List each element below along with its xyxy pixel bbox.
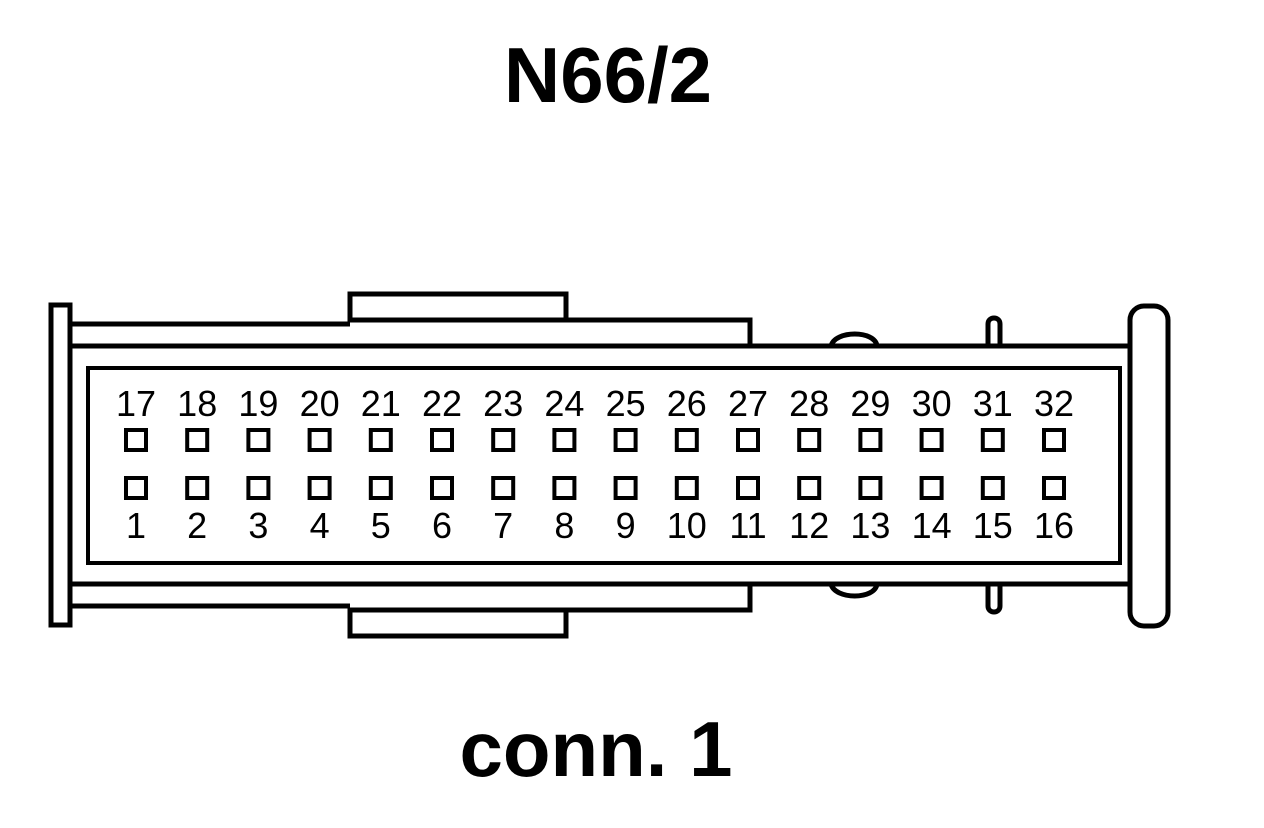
pin-label-24: 24 xyxy=(544,383,584,424)
pin-label-28: 28 xyxy=(789,383,829,424)
pin-label-20: 20 xyxy=(300,383,340,424)
pin-9 xyxy=(613,476,638,500)
pin-8 xyxy=(552,476,577,500)
pin-label-4: 4 xyxy=(310,505,330,546)
pin-label-22: 22 xyxy=(422,383,462,424)
pin-24 xyxy=(552,428,577,452)
pin-10 xyxy=(674,476,699,500)
pin-13 xyxy=(858,476,883,500)
pin-label-23: 23 xyxy=(483,383,523,424)
pin-field xyxy=(86,366,1122,565)
top-round-bump xyxy=(828,331,880,348)
pin-11 xyxy=(736,476,760,500)
pin-17 xyxy=(124,428,148,452)
pin-label-7: 7 xyxy=(493,505,513,546)
pin-15 xyxy=(980,476,1005,500)
pin-label-27: 27 xyxy=(728,383,768,424)
pin-label-18: 18 xyxy=(177,383,217,424)
pin-label-10: 10 xyxy=(667,505,707,546)
pin-14 xyxy=(919,476,944,500)
pin-3 xyxy=(246,476,271,500)
pin-23 xyxy=(491,428,516,452)
pin-label-12: 12 xyxy=(789,505,829,546)
pin-label-13: 13 xyxy=(850,505,890,546)
pin-6 xyxy=(430,476,454,500)
pin-label-14: 14 xyxy=(912,505,952,546)
pin-label-8: 8 xyxy=(554,505,574,546)
pin-29 xyxy=(858,428,883,452)
pin-1 xyxy=(124,476,148,500)
pin-label-2: 2 xyxy=(187,505,207,546)
pin-32 xyxy=(1042,428,1066,452)
connector-title: N66/2 xyxy=(504,31,712,119)
pin-4 xyxy=(307,476,332,500)
pin-label-16: 16 xyxy=(1034,505,1074,546)
right-grip xyxy=(1127,303,1171,629)
pin-label-29: 29 xyxy=(850,383,890,424)
pin-label-19: 19 xyxy=(238,383,278,424)
top-guide-pin xyxy=(985,315,1003,346)
pin-30 xyxy=(919,428,944,452)
bottom-round-bump xyxy=(828,582,880,599)
connector-caption: conn. 1 xyxy=(459,705,732,793)
bottom-guide-pin xyxy=(985,584,1003,615)
pin-label-5: 5 xyxy=(371,505,391,546)
pin-7 xyxy=(491,476,516,500)
pin-label-11: 11 xyxy=(729,505,766,546)
bottom-shoulder xyxy=(70,584,753,613)
pin-31 xyxy=(980,428,1005,452)
pin-label-3: 3 xyxy=(248,505,268,546)
left-flange xyxy=(48,302,73,628)
pin-label-25: 25 xyxy=(606,383,646,424)
pin-26 xyxy=(674,428,699,452)
pin-label-1: 1 xyxy=(126,505,146,546)
pin-label-30: 30 xyxy=(912,383,952,424)
pin-label-26: 26 xyxy=(667,383,707,424)
pin-label-17: 17 xyxy=(116,383,156,424)
pin-16 xyxy=(1042,476,1066,500)
pin-20 xyxy=(307,428,332,452)
top-shoulder xyxy=(70,317,753,346)
pin-21 xyxy=(368,428,393,452)
pin-27 xyxy=(736,428,760,452)
pin-label-9: 9 xyxy=(616,505,636,546)
pin-22 xyxy=(430,428,454,452)
pin-label-15: 15 xyxy=(973,505,1013,546)
pin-label-31: 31 xyxy=(973,383,1013,424)
pin-label-21: 21 xyxy=(361,383,401,424)
bottom-latch-tab xyxy=(347,608,569,639)
pin-25 xyxy=(613,428,638,452)
top-latch-tab xyxy=(347,291,569,322)
pin-28 xyxy=(797,428,822,452)
pin-19 xyxy=(246,428,271,452)
pin-label-32: 32 xyxy=(1034,383,1074,424)
pin-5 xyxy=(368,476,393,500)
pin-label-6: 6 xyxy=(432,505,452,546)
pin-18 xyxy=(185,428,210,452)
pin-2 xyxy=(185,476,210,500)
pin-12 xyxy=(797,476,822,500)
